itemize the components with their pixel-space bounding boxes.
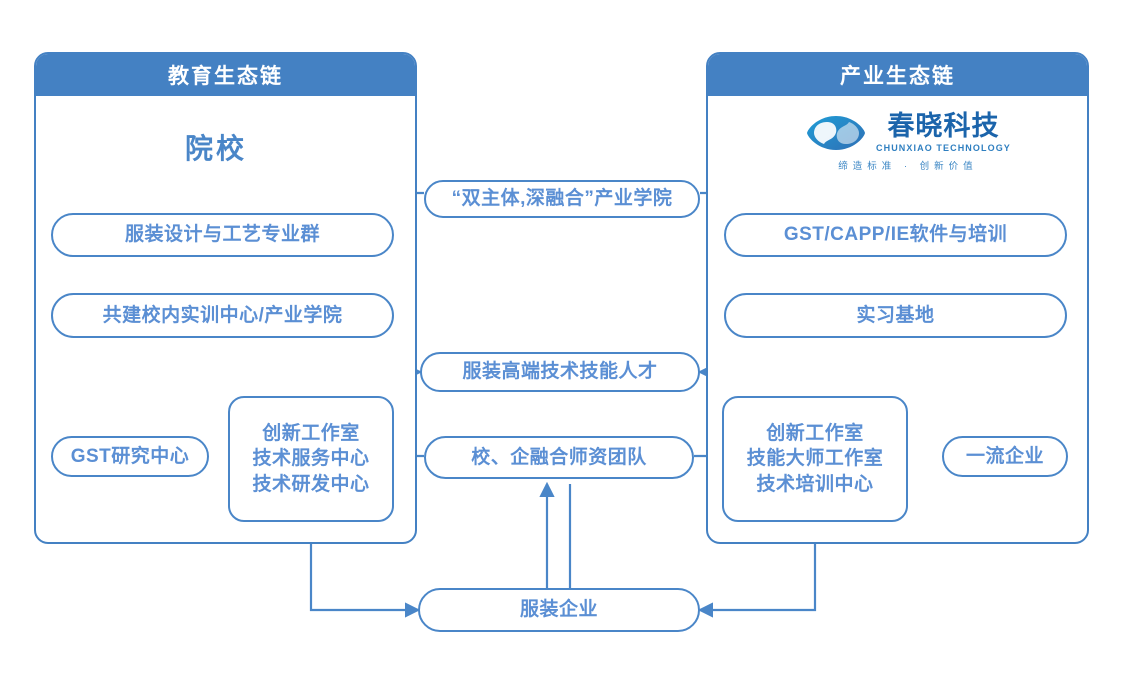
logo-tagline: 缔造标准 · 创新价值 bbox=[838, 161, 978, 172]
node-gst-research-center[interactable]: GST研究中心 bbox=[51, 436, 209, 477]
node-software-training[interactable]: GST/CAPP/IE软件与培训 bbox=[724, 213, 1067, 257]
section-title-institutions: 院校 bbox=[185, 133, 248, 164]
node-internship-base[interactable]: 实习基地 bbox=[724, 293, 1067, 338]
chunxiao-logo: 春晓科技 CHUNXIAO TECHNOLOGY 缔造标准 · 创新价值 bbox=[805, 113, 1011, 172]
node-industry-college[interactable]: “双主体,深融合”产业学院 bbox=[424, 180, 700, 218]
logo-company-name-en: CHUNXIAO TECHNOLOGY bbox=[876, 143, 1011, 153]
node-right-innovation-box[interactable]: 创新工作室 技能大师工作室 技术培训中心 bbox=[722, 396, 908, 522]
node-top-enterprise[interactable]: 一流企业 bbox=[942, 436, 1068, 477]
education-panel-header: 教育生态链 bbox=[36, 54, 415, 96]
industry-panel-header: 产业生态链 bbox=[708, 54, 1087, 96]
node-training-center[interactable]: 共建校内实训中心/产业学院 bbox=[51, 293, 394, 338]
node-faculty-team[interactable]: 校、企融合师资团队 bbox=[424, 436, 694, 479]
eye-wave-logo-icon bbox=[807, 116, 865, 150]
logo-row: 春晓科技 CHUNXIAO TECHNOLOGY bbox=[805, 113, 1011, 153]
node-apparel-enterprise[interactable]: 服装企业 bbox=[418, 588, 700, 632]
node-left-innovation-box[interactable]: 创新工作室 技术服务中心 技术研发中心 bbox=[228, 396, 394, 522]
logo-wordmark: 春晓科技 CHUNXIAO TECHNOLOGY bbox=[876, 111, 1011, 154]
node-major-group[interactable]: 服装设计与工艺专业群 bbox=[51, 213, 394, 257]
node-talent[interactable]: 服装高端技术技能人才 bbox=[420, 352, 700, 392]
logo-company-name-cn: 春晓科技 bbox=[887, 111, 1000, 141]
